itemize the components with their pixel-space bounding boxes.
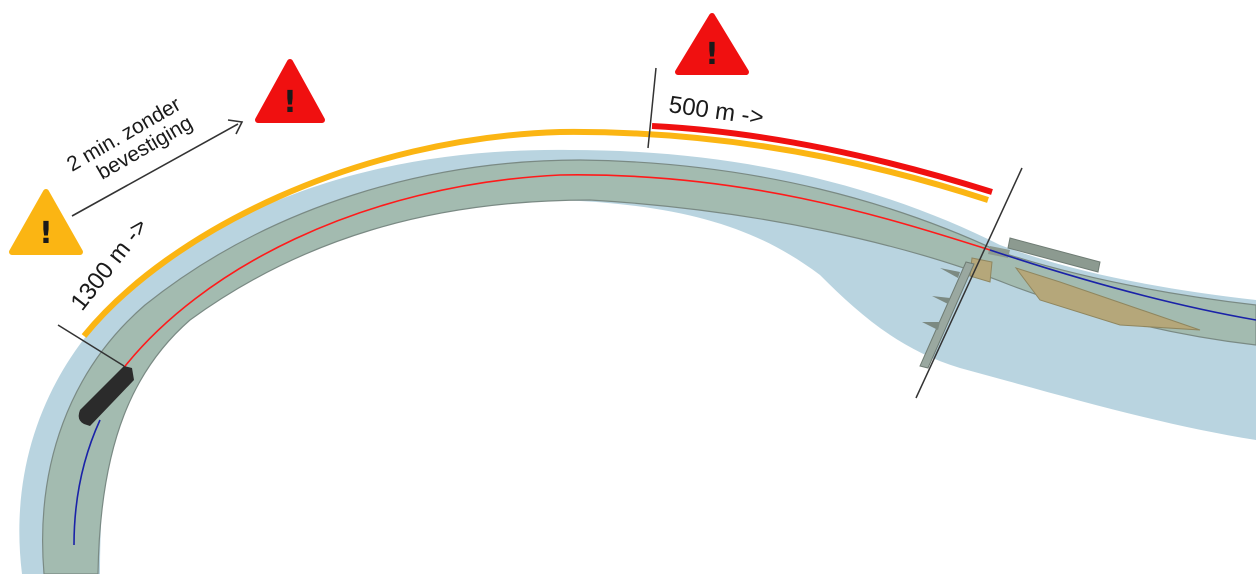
svg-text:!: !	[39, 216, 53, 251]
jetty	[1014, 267, 1201, 331]
midpoint-marker-line	[647, 67, 657, 149]
warning-zone-band	[81, 128, 989, 338]
river-water	[19, 149, 1256, 575]
warning-triangle-red-icon: !	[255, 59, 325, 123]
danger-zone-band	[651, 123, 993, 195]
warning-triangle-danger-icon: !	[675, 13, 749, 75]
track-route-rear	[73, 419, 101, 546]
arrow-head-icon	[227, 119, 244, 135]
quay	[919, 261, 975, 369]
end-marker-line	[915, 167, 1023, 399]
groyne-2	[932, 296, 950, 304]
pier	[1007, 237, 1101, 273]
vessel-ship-icon	[78, 366, 134, 426]
track-route-ahead	[989, 249, 1256, 321]
planned-route	[121, 174, 991, 371]
warning-triangle-yellow-icon: !	[9, 189, 83, 255]
groyne-3	[922, 322, 940, 330]
groyne-1	[940, 268, 960, 278]
svg-text:!: !	[283, 85, 297, 120]
arrow-line	[71, 123, 239, 217]
svg-text:!: !	[705, 37, 719, 72]
start-marker-line	[57, 324, 125, 367]
